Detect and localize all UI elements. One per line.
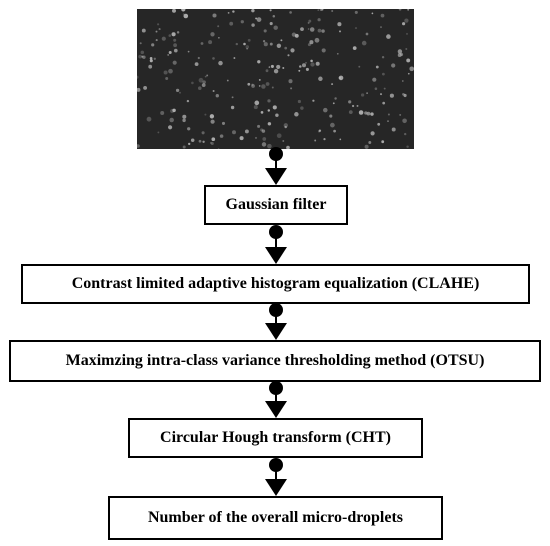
step-droplet-count: Number of the overall micro-droplets [108, 496, 443, 540]
connector-2 [265, 303, 287, 340]
step-clahe: Contrast limited adaptive histogram equa… [21, 264, 530, 304]
micro-droplet-image [137, 9, 414, 149]
step-cht: Circular Hough transform (CHT) [128, 418, 423, 458]
step-otsu: Maximzing intra-class variance threshold… [9, 340, 541, 382]
connector-0 [265, 147, 287, 185]
connector-1 [265, 225, 287, 264]
connector-4 [265, 458, 287, 496]
step-gaussian-filter: Gaussian filter [204, 185, 348, 225]
connector-3 [265, 381, 287, 418]
